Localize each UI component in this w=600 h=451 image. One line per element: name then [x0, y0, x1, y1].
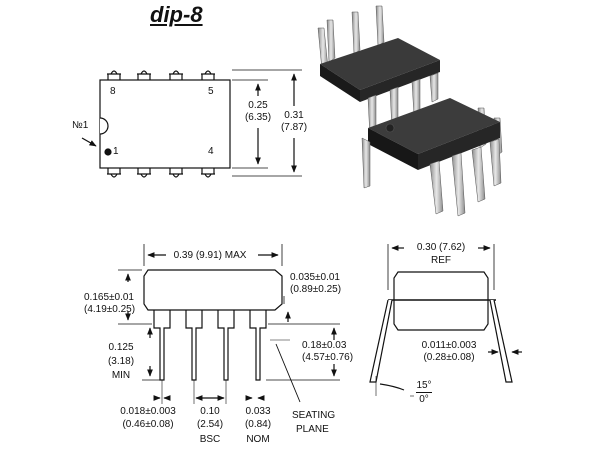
lead-thickness-mm-label: (0.28±0.08)	[423, 352, 475, 363]
row-spacing-mm-label: (7.87)	[280, 122, 308, 133]
pitch-mm-label: (2.54)	[196, 419, 224, 430]
pin1-notch	[99, 117, 109, 135]
end-view-body	[393, 271, 489, 331]
pin1-dot	[104, 148, 112, 156]
seating-height-mm-label: (4.57±0.76)	[302, 352, 354, 363]
pitch-note-label: BSC	[199, 434, 221, 445]
lead-angle-min-label: 0°	[419, 394, 429, 405]
pin1-indicator-label: №1	[72, 120, 89, 131]
lead-width-mm-label: (0.46±0.08)	[122, 419, 174, 430]
shoulder-mm-label: (0.84)	[244, 419, 272, 430]
pin-label-8: 8	[110, 86, 116, 97]
top-pins-upper	[107, 70, 215, 80]
end-width-label: 0.30 (7.62)	[416, 242, 466, 253]
lead-tip-mm-label: (0.89±0.25)	[290, 284, 342, 295]
pitch-inch-label: 0.10	[200, 406, 220, 417]
angle-fraction-bar	[416, 392, 432, 393]
top-pins-lower	[107, 168, 215, 178]
shoulder-inch-label: 0.033	[245, 406, 271, 417]
top-view	[81, 69, 302, 178]
width-mm-label: (6.35)	[244, 112, 272, 123]
seating-plane-label-line2: PLANE	[296, 424, 329, 435]
side-view	[118, 244, 340, 404]
pin-label-5: 5	[208, 86, 214, 97]
chip-photo-back	[317, 5, 440, 139]
row-spacing-inch-label: 0.31	[284, 110, 304, 121]
lead-width-inch-label: 0.018±0.003	[120, 406, 176, 417]
end-width-ref-label: REF	[431, 255, 451, 266]
lead-angle-max-label: 15°	[416, 380, 432, 391]
end-view	[369, 244, 522, 397]
package-title: dip-8	[150, 2, 203, 27]
body-height-inch-label: 0.165±0.01	[84, 292, 134, 303]
side-view-body	[143, 269, 283, 311]
lead-tip-inch-label: 0.035±0.01	[290, 272, 340, 283]
shoulder-note-label: NOM	[246, 434, 270, 445]
seating-height-inch-label: 0.18±0.03	[302, 340, 347, 351]
lead-thickness-inch-label: 0.011±0.003	[421, 340, 477, 351]
top-view-body	[99, 79, 231, 169]
lead-length-inch-label: 0.125	[108, 342, 134, 353]
lead-length-min-label: MIN	[111, 370, 131, 381]
body-height-mm-label: (4.19±0.25)	[84, 304, 136, 315]
body-length-label: 0.39 (9.91) MAX	[173, 250, 247, 261]
pin-label-1: 1	[113, 146, 119, 157]
side-view-leads	[153, 310, 267, 381]
lead-length-mm-label: (3.18)	[107, 356, 135, 367]
seating-plane-label-line1: SEATING	[292, 410, 336, 421]
width-inch-label: 0.25	[248, 100, 268, 111]
chip-photo-front	[361, 98, 503, 217]
pin-label-4: 4	[208, 146, 214, 157]
